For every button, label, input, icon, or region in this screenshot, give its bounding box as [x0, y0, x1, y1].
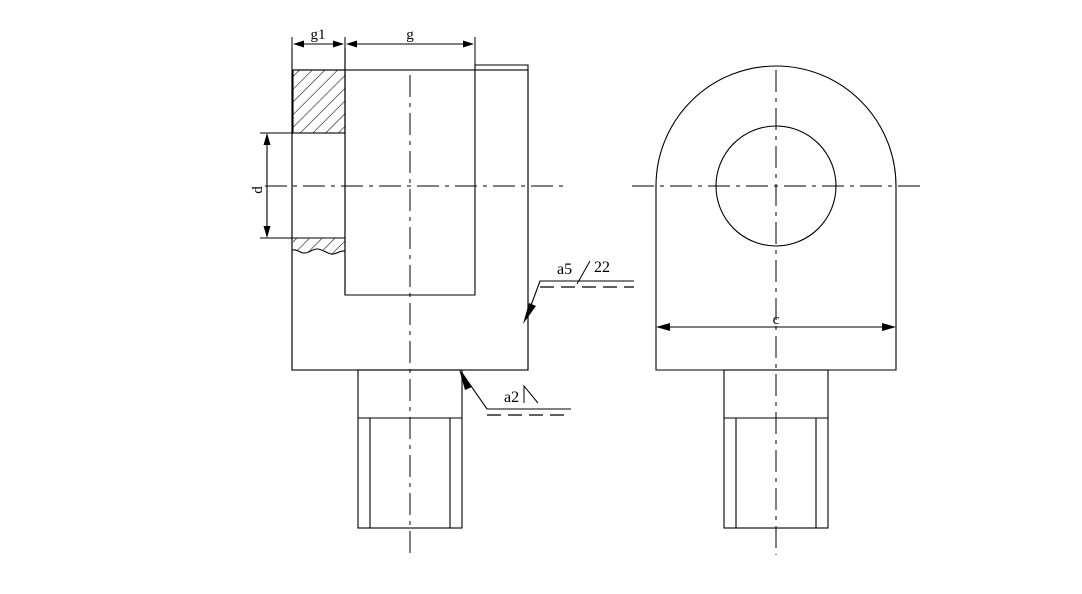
side-view-dimensions: c — [656, 312, 896, 331]
section-hatch-top — [293, 70, 345, 133]
weld-symbol-a5: a5 22 — [523, 259, 634, 324]
section-hatch-top-outline — [292, 69, 346, 134]
front-sectional-view — [265, 47, 565, 555]
dim-arrow-g-right — [463, 40, 474, 48]
dim-arrow-d-top — [263, 133, 271, 145]
dim-label-g: g — [406, 27, 414, 43]
weld-a5-length-label: 22 — [594, 259, 610, 276]
weld-a5-arrowhead — [523, 303, 536, 324]
weld-a5-size-label: a5 — [557, 261, 572, 278]
dim-arrow-d-bottom — [263, 226, 271, 238]
weld-a2-arrowhead — [459, 369, 472, 390]
dim-arrow-g-left — [346, 40, 357, 48]
front-view-dimensions: g1 g d — [250, 27, 476, 239]
dim-arrow-c-left — [656, 323, 670, 331]
dim-arrow-c-right — [882, 323, 896, 331]
break-line-wavy — [292, 248, 346, 255]
dim-label-d: d — [250, 186, 266, 194]
weld-a5-fillet-slant-symbol — [576, 260, 591, 285]
weld-a2-fillet-triangle-symbol — [523, 384, 539, 404]
side-top-arc — [655, 65, 897, 187]
weld-a2-size-label: a2 — [504, 389, 519, 406]
front-right-step-outline — [474, 64, 529, 371]
section-hatch-bottom — [293, 238, 345, 255]
dim-arrow-g1-left — [293, 40, 304, 48]
dim-arrow-g1-right — [333, 40, 344, 48]
dim-label-c: c — [773, 312, 780, 328]
side-view — [632, 65, 920, 555]
dim-label-g1: g1 — [311, 27, 326, 43]
weld-symbol-a2: a2 — [459, 369, 571, 416]
